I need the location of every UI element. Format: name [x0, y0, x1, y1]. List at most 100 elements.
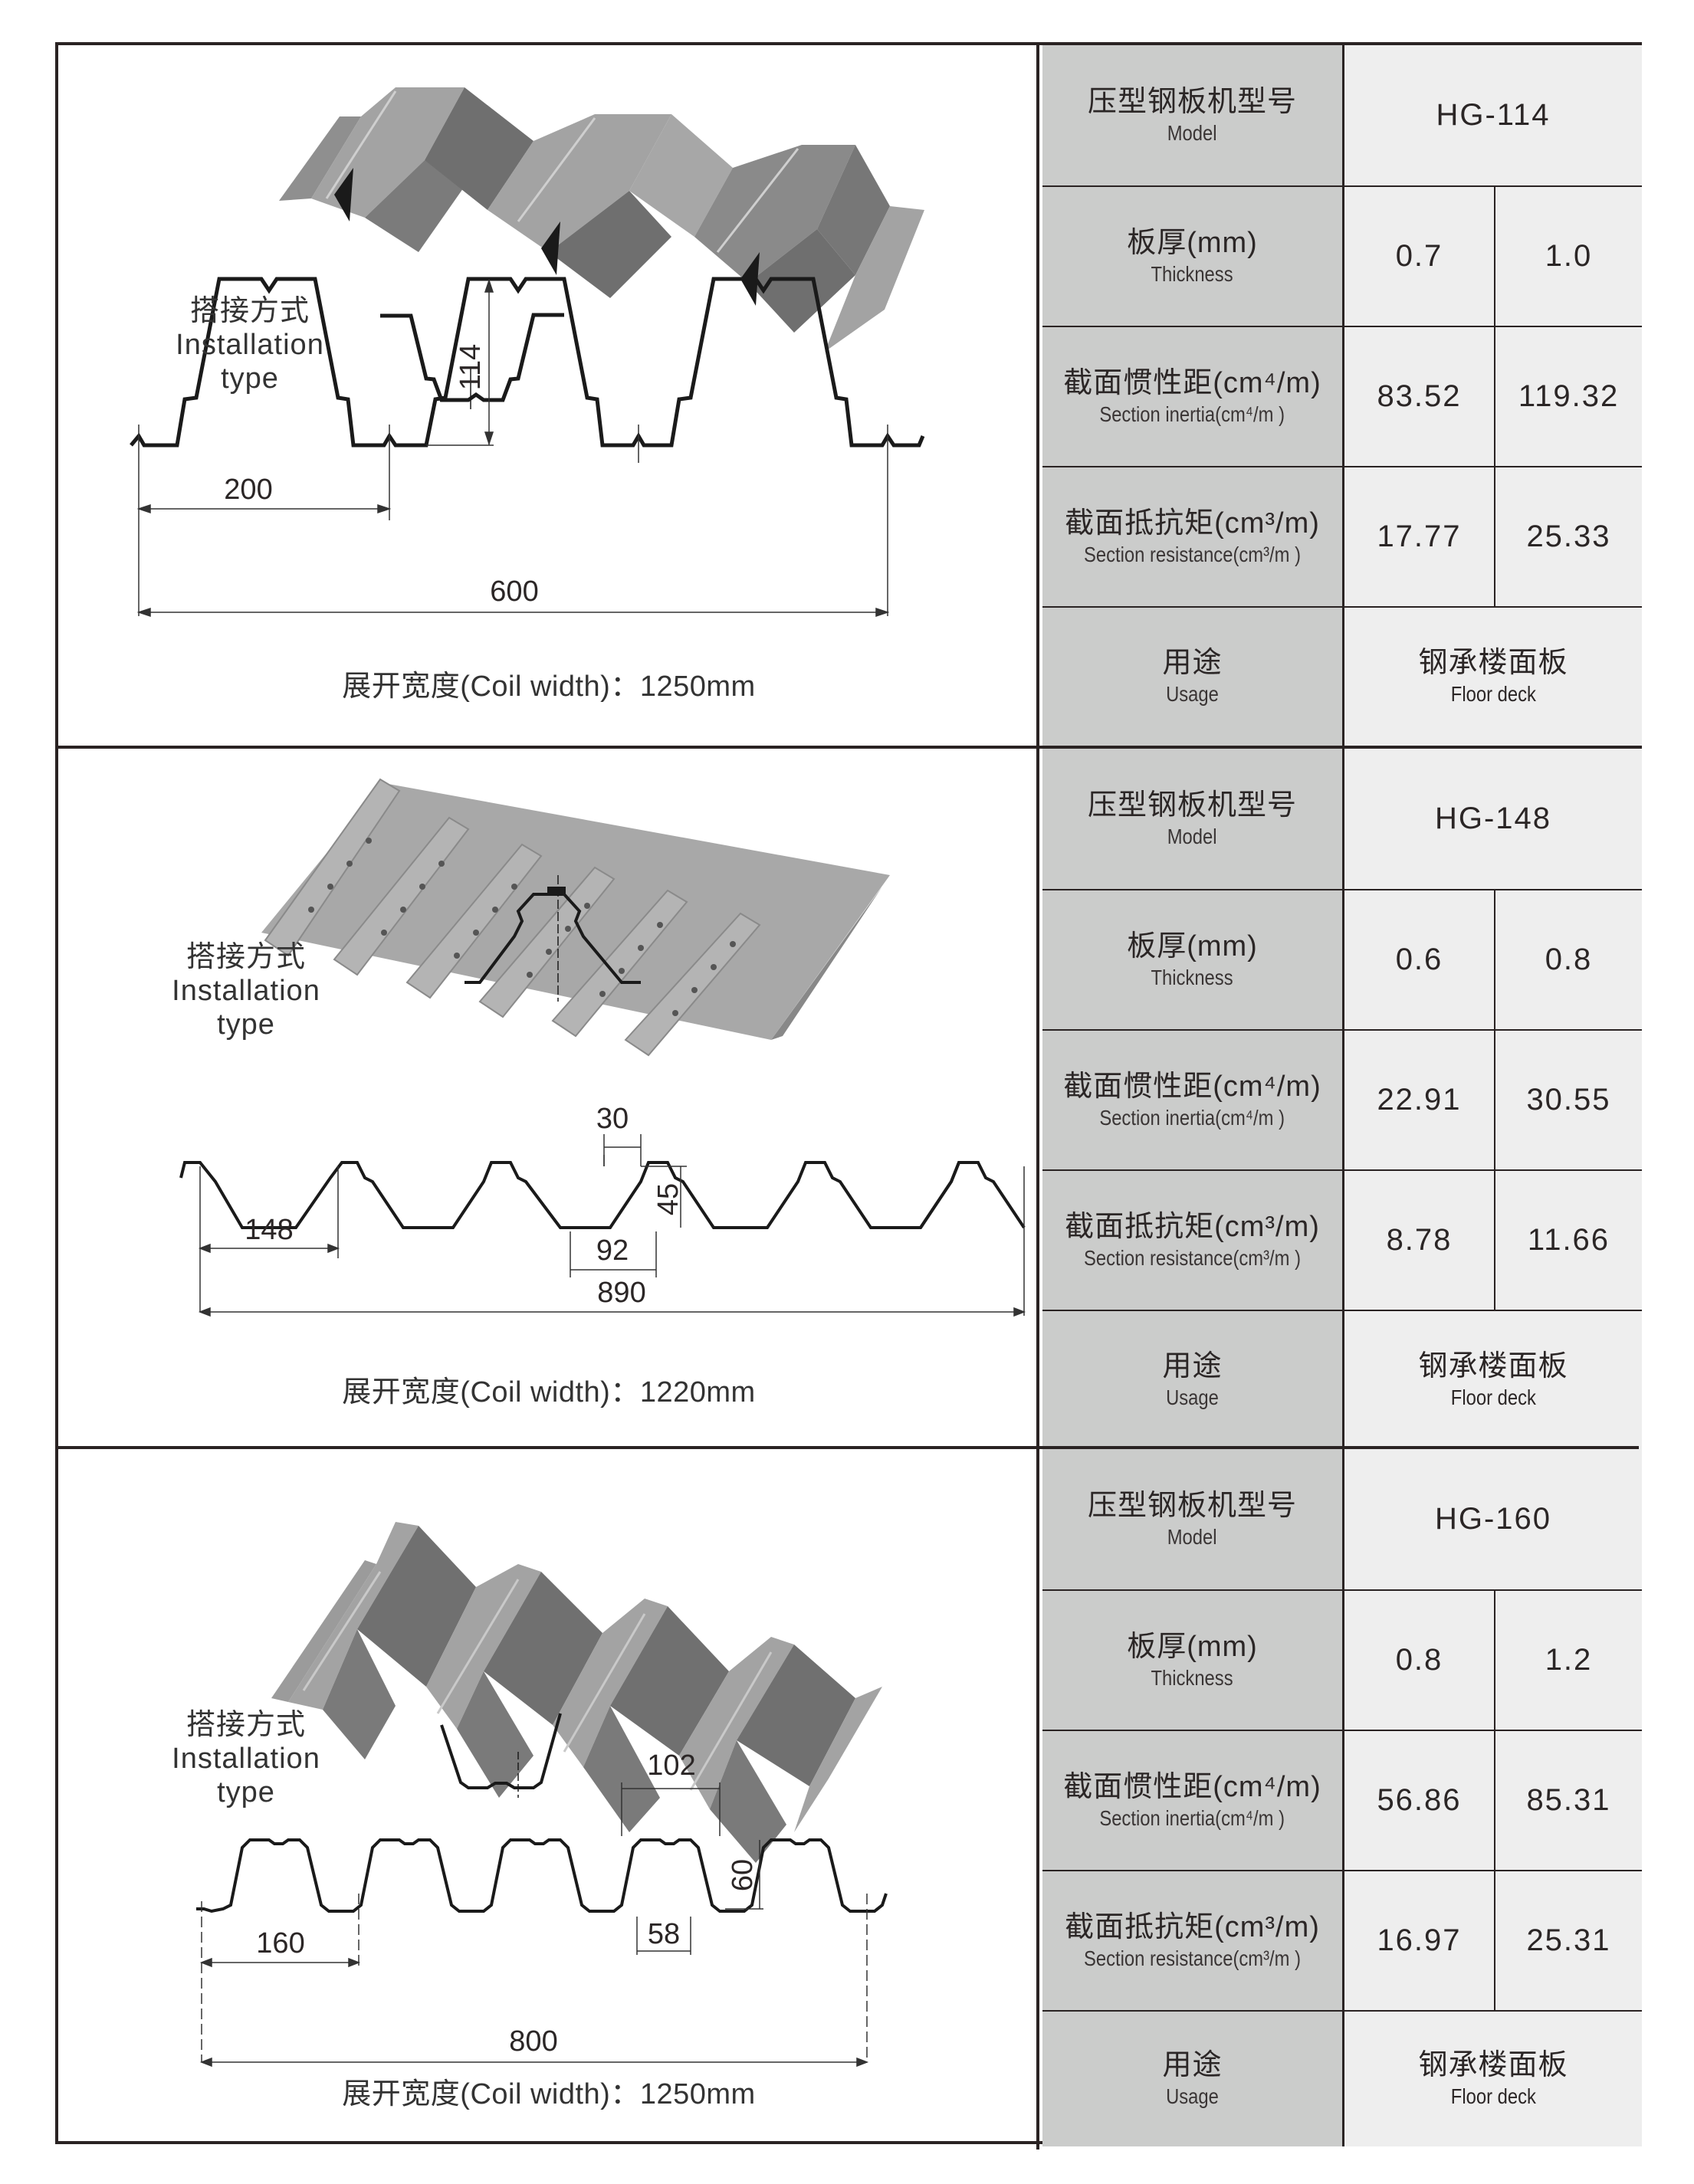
row-thickness: 板厚(mm)Thickness 0.6 0.8	[1042, 889, 1642, 1029]
label-zh: 压型钢板机型号	[1087, 85, 1297, 118]
installation-type-zh: 搭接方式	[185, 1709, 306, 1741]
value-thickness-b: 1.0	[1495, 187, 1642, 326]
coil-width-label: 展开宽度(Coil width)：1250mm	[58, 662, 1039, 704]
drawing-panel: 200 600 114 搭接方式 Installation type 展开宽度(…	[58, 45, 1039, 746]
label-en: Usage	[1166, 682, 1219, 706]
model-value: HG-160	[1434, 1502, 1552, 1536]
coil-width-prefix: 展开宽度(Coil width)：	[342, 1376, 640, 1408]
dim-cover-width: 890	[597, 1277, 645, 1309]
installation-type-label: 搭接方式 Installation type	[139, 940, 353, 1041]
label-thickness: 板厚(mm)Thickness	[1042, 1591, 1344, 1730]
dim-pitch: 160	[256, 1927, 304, 1959]
label-zh: 用途	[1162, 647, 1223, 679]
installation-profile	[440, 1713, 562, 1798]
inertia-b: 119.32	[1518, 379, 1620, 413]
installation-type-label: 搭接方式 Installation type	[143, 294, 357, 395]
value-thickness-a: 0.6	[1344, 890, 1495, 1029]
label-thickness: 板厚(mm)Thickness	[1042, 187, 1344, 326]
inertia-a: 56.86	[1377, 1783, 1462, 1817]
usage-zh: 钢承楼面板	[1418, 2049, 1568, 2081]
resistance-b: 25.31	[1526, 1923, 1611, 1957]
value-resistance-a: 16.97	[1344, 1871, 1495, 2010]
value-usage: 钢承楼面板 Floor deck	[1344, 1311, 1642, 1449]
cross-section-profile	[179, 1161, 1026, 1229]
dim-top-width: 30	[596, 1103, 629, 1135]
label-inertia: 截面惯性距(cm⁴/m)Section inertia(cm⁴/m )	[1042, 1031, 1344, 1169]
installation-type-zh: 搭接方式	[185, 941, 306, 973]
coil-width-value: 1220mm	[639, 1376, 756, 1408]
label-en: Model	[1167, 1524, 1217, 1549]
value-model: HG-160	[1344, 1449, 1642, 1589]
drawing-panel: 148 890 30 92 45 搭接方式 Installation type …	[58, 749, 1039, 1449]
spec-sheet-frame: 200 600 114 搭接方式 Installation type 展开宽度(…	[55, 42, 1642, 2150]
value-inertia-b: 30.55	[1495, 1031, 1642, 1169]
dim-height: 114	[455, 344, 487, 391]
value-model: HG-114	[1344, 45, 1642, 185]
resistance-a: 8.78	[1386, 1223, 1453, 1257]
dim-pitch: 148	[245, 1214, 293, 1246]
label-usage: 用途 Usage	[1042, 2012, 1344, 2146]
thickness-max: 1.0	[1545, 239, 1593, 273]
label-en: Thickness	[1151, 1665, 1234, 1690]
label-zh: 截面惯性距(cm⁴/m)	[1063, 1770, 1321, 1803]
value-thickness-b: 0.8	[1495, 890, 1642, 1029]
panel-3d-illustration-perforated	[261, 778, 890, 1057]
label-usage: 用途 Usage	[1042, 608, 1344, 746]
thickness-max: 1.2	[1545, 1643, 1593, 1677]
coil-width-prefix: 展开宽度(Coil width)：	[342, 2078, 640, 2110]
product-section-hg114: 200 600 114 搭接方式 Installation type 展开宽度(…	[58, 45, 1642, 746]
usage-zh: 钢承楼面板	[1418, 1350, 1568, 1382]
resistance-b: 25.33	[1526, 520, 1611, 553]
usage-en: Floor deck	[1450, 682, 1536, 706]
row-thickness: 板厚(mm)Thickness 0.8 1.2	[1042, 1589, 1642, 1730]
value-resistance-a: 8.78	[1344, 1171, 1495, 1310]
label-en: Section resistance(cm³/m )	[1083, 1245, 1302, 1270]
usage-zh: 钢承楼面板	[1418, 647, 1568, 679]
label-zh: 用途	[1162, 1350, 1223, 1382]
usage-en: Floor deck	[1450, 1385, 1536, 1409]
perforations	[308, 838, 736, 1016]
label-en: Usage	[1166, 2084, 1219, 2108]
label-en: Thickness	[1151, 261, 1234, 286]
label-en: Section resistance(cm³/m )	[1083, 1946, 1302, 1970]
label-zh: 截面惯性距(cm⁴/m)	[1063, 366, 1321, 399]
value-resistance-b: 25.33	[1495, 467, 1642, 606]
row-inertia: 截面惯性距(cm⁴/m)Section inertia(cm⁴/m ) 83.5…	[1042, 326, 1642, 466]
label-zh: 用途	[1162, 2049, 1223, 2081]
label-en: Section resistance(cm³/m )	[1083, 542, 1302, 566]
value-model: HG-148	[1344, 749, 1642, 889]
inertia-b: 30.55	[1526, 1083, 1611, 1117]
label-zh: 板厚(mm)	[1127, 1630, 1258, 1663]
label-en: Model	[1167, 120, 1217, 145]
profile-drawing: 148 890 30 92 45	[179, 778, 1026, 1317]
dimension-lines	[136, 278, 890, 618]
row-usage: 用途 Usage 钢承楼面板 Floor deck	[1042, 606, 1642, 746]
profile-drawing: 200 600 114	[130, 87, 925, 618]
dim-pitch: 200	[224, 474, 272, 506]
label-zh: 压型钢板机型号	[1087, 789, 1297, 821]
product-section-hg160: 160 800 102 58 60 搭接方式 Installation type…	[58, 1446, 1642, 2150]
label-zh: 截面抵抗矩(cm³/m)	[1065, 1910, 1320, 1943]
value-thickness-a: 0.8	[1344, 1591, 1495, 1730]
installation-profile	[380, 313, 564, 409]
dimension-lines	[199, 1782, 869, 2068]
dim-top-width: 102	[647, 1749, 695, 1782]
label-thickness: 板厚(mm)Thickness	[1042, 890, 1344, 1029]
label-resistance: 截面抵抗矩(cm³/m) Section resistance(cm³/m )	[1042, 1871, 1344, 2010]
resistance-a: 17.77	[1377, 520, 1462, 553]
coil-width-label: 展开宽度(Coil width)：1250mm	[58, 2070, 1039, 2112]
value-inertia-a: 83.52	[1344, 327, 1495, 466]
resistance-a: 16.97	[1377, 1923, 1462, 1957]
row-inertia: 截面惯性距(cm⁴/m)Section inertia(cm⁴/m ) 22.9…	[1042, 1029, 1642, 1169]
thickness-min: 0.6	[1395, 943, 1443, 976]
value-thickness-a: 0.7	[1344, 187, 1495, 326]
label-zh: 截面抵抗矩(cm³/m)	[1065, 1210, 1320, 1243]
label-en: Usage	[1166, 1385, 1219, 1409]
